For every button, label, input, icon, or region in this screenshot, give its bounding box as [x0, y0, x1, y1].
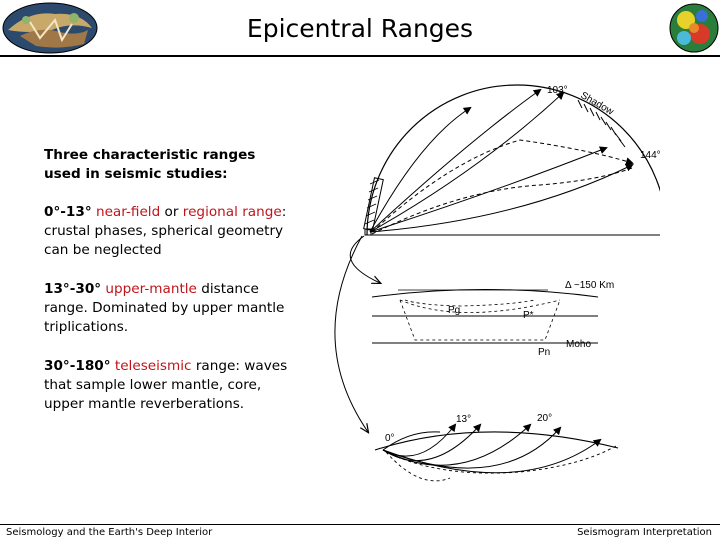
label-pstar: P*: [523, 310, 534, 321]
upper-mantle-section: 0° 13° 20°: [374, 413, 619, 482]
crustal-section: Δ ~150 Km Pg P* Moho Pn: [371, 280, 614, 358]
term-regional-range: regional range: [182, 204, 282, 220]
global-earth-section: 103° Shadow 144°: [363, 84, 660, 236]
term-teleseismic: teleseismic: [114, 358, 192, 374]
label-103: 103°: [547, 85, 568, 96]
label-144: 144°: [640, 150, 660, 161]
range-description: range: waves that sample lower mantle, c…: [44, 358, 288, 412]
label-13: 13°: [456, 414, 471, 425]
header: Epicentral Ranges: [0, 0, 720, 57]
page-title: Epicentral Ranges: [246, 14, 474, 43]
intro-text: Three characteristic ranges used in seis…: [44, 146, 294, 184]
label-moho: Moho: [566, 339, 591, 350]
footer: Seismology and the Earth's Deep Interior…: [0, 524, 720, 541]
earth-cutaway-icon: [0, 0, 100, 56]
range-label: 30°-180°: [44, 358, 111, 374]
range-description: distance range. Dominated by upper mantl…: [44, 281, 285, 335]
label-pg: Pg: [448, 305, 460, 316]
range-label: 13°-30°: [44, 281, 102, 297]
range-label: 0°-13°: [44, 204, 92, 220]
intro-label: Three characteristic ranges used in seis…: [44, 147, 256, 182]
label-pn: Pn: [538, 347, 550, 358]
range-teleseismic: 30°-180° teleseismic range: waves that s…: [44, 357, 294, 414]
label-20: 20°: [537, 413, 552, 424]
term-connector: or: [160, 204, 183, 220]
footer-left: Seismology and the Earth's Deep Interior: [6, 527, 213, 538]
term-near-field: near-field: [95, 204, 161, 220]
range-upper-mantle: 13°-30° upper-mantle distance range. Dom…: [44, 280, 294, 337]
range-near-field: 0°-13° near-field or regional range: cru…: [44, 203, 294, 260]
term-upper-mantle: upper-mantle: [105, 281, 197, 297]
title-rule: [0, 55, 720, 57]
tomography-globe-icon: [666, 0, 720, 56]
epicentral-range-diagram: 103° Shadow 144° Δ ~150 Km Pg P* Moho Pn…: [334, 84, 660, 482]
label-0: 0°: [385, 433, 395, 444]
footer-right: Seismogram Interpretation: [577, 527, 712, 538]
range-description: : crustal phases, spherical geometry can…: [44, 204, 287, 258]
label-delta: Δ ~150 Km: [565, 280, 614, 291]
